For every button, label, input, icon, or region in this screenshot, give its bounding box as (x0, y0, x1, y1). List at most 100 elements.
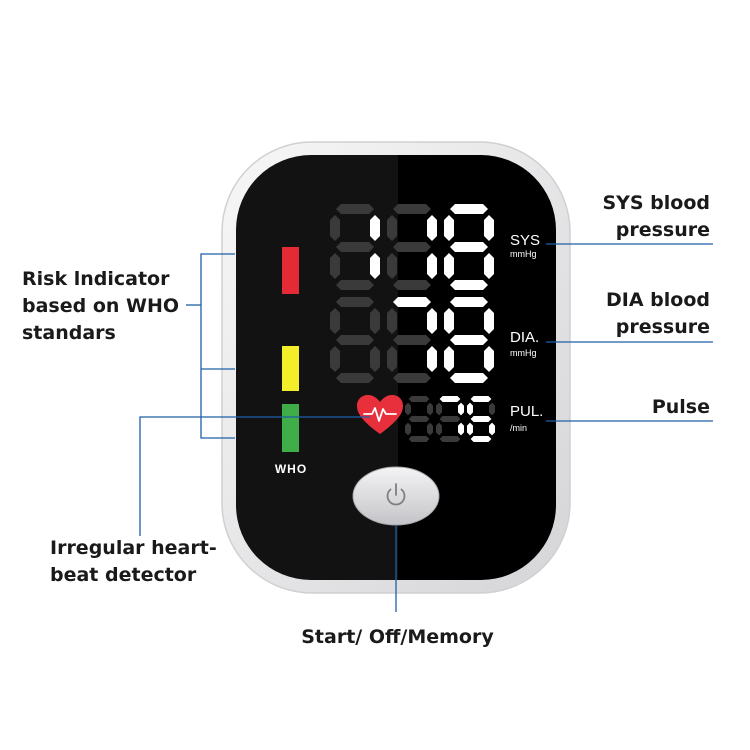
segment-b (370, 215, 380, 241)
segment-e (387, 346, 397, 372)
digit (330, 204, 380, 290)
segment-f (444, 308, 454, 334)
sys-digits (330, 204, 494, 290)
segment-d (439, 436, 461, 442)
segment-a (450, 297, 488, 307)
dia-line-2: pressure (615, 316, 710, 338)
segment-g (470, 416, 492, 422)
sys-callout-label: SYS blood pressure (540, 190, 710, 244)
segment-a (393, 297, 431, 307)
sys-label: SYS (510, 232, 540, 249)
segment-d (393, 280, 431, 290)
who-bar-red (282, 247, 299, 294)
segment-d (336, 280, 374, 290)
irregular-line-2: beat detector (50, 564, 197, 586)
power-button[interactable] (352, 466, 440, 526)
who-bar-green (282, 404, 299, 452)
segment-d (470, 436, 492, 442)
segment-a (439, 396, 461, 402)
segment-f (467, 402, 473, 416)
segment-g (336, 335, 374, 345)
segment-g (336, 242, 374, 252)
irregular-line-1: Irregular heart- (50, 537, 217, 559)
segment-f (330, 308, 340, 334)
irregular-heartbeat-label: Irregular heart- beat detector (50, 535, 217, 589)
who-label: WHO (275, 462, 307, 476)
segment-f (387, 215, 397, 241)
segment-c (427, 422, 433, 436)
segment-g (450, 242, 488, 252)
segment-c (484, 253, 494, 279)
segment-e (467, 422, 473, 436)
segment-a (336, 204, 374, 214)
segment-b (370, 308, 380, 334)
segment-e (444, 346, 454, 372)
segment-f (405, 402, 411, 416)
sys-line-2: pressure (615, 219, 710, 241)
segment-c (489, 422, 495, 436)
leader-lines (139, 243, 713, 612)
digit (405, 396, 433, 442)
digit (436, 396, 464, 442)
segment-c (484, 346, 494, 372)
segment-a (408, 396, 430, 402)
dia-unit: mmHg (510, 348, 537, 358)
segment-e (330, 346, 340, 372)
segment-a (336, 297, 374, 307)
segment-e (436, 422, 442, 436)
segment-g (439, 416, 461, 422)
segment-e (405, 422, 411, 436)
segment-d (450, 373, 488, 383)
digit (387, 297, 437, 383)
pul-label: PUL. (510, 403, 543, 420)
pul-unit: /min (510, 423, 527, 433)
segment-b (484, 308, 494, 334)
risk-indicator-label: Risk lndicator based on WHO standars (22, 266, 179, 347)
pulse-digits (405, 396, 495, 442)
dia-callout-label: DIA blood pressure (540, 287, 710, 341)
segment-e (444, 253, 454, 279)
segment-a (470, 396, 492, 402)
dia-line-1: DIA blood (606, 289, 710, 311)
sys-line-1: SYS blood (602, 192, 710, 214)
segment-b (427, 308, 437, 334)
dia-digits (330, 297, 494, 383)
risk-bracket (200, 253, 235, 439)
digit (387, 204, 437, 290)
segment-b (427, 215, 437, 241)
segment-f (330, 215, 340, 241)
digit (444, 204, 494, 290)
segment-g (393, 335, 431, 345)
segment-f (387, 308, 397, 334)
segment-g (408, 416, 430, 422)
segment-b (484, 215, 494, 241)
segment-f (436, 402, 442, 416)
irregular-leader (139, 416, 370, 536)
segment-d (450, 280, 488, 290)
segment-e (330, 253, 340, 279)
segment-d (408, 436, 430, 442)
segment-c (427, 346, 437, 372)
segment-g (393, 242, 431, 252)
start-off-memory-label: Start/ Off/Memory (301, 626, 494, 648)
segment-d (336, 373, 374, 383)
segment-e (387, 253, 397, 279)
risk-line-1: Risk lndicator (22, 268, 170, 290)
segment-a (450, 204, 488, 214)
dia-label: DIA. (510, 329, 539, 346)
segment-c (370, 253, 380, 279)
segment-c (427, 253, 437, 279)
digit (467, 396, 495, 442)
risk-line-3: standars (22, 322, 116, 344)
segment-d (393, 373, 431, 383)
who-bar-yellow (282, 346, 299, 391)
risk-line-2: based on WHO (22, 295, 180, 317)
sys-unit: mmHg (510, 249, 537, 259)
segment-c (370, 346, 380, 372)
pulse-callout-label: Pulse (651, 396, 710, 418)
segment-f (444, 215, 454, 241)
segment-b (427, 402, 433, 416)
segment-c (458, 422, 464, 436)
digit (330, 297, 380, 383)
